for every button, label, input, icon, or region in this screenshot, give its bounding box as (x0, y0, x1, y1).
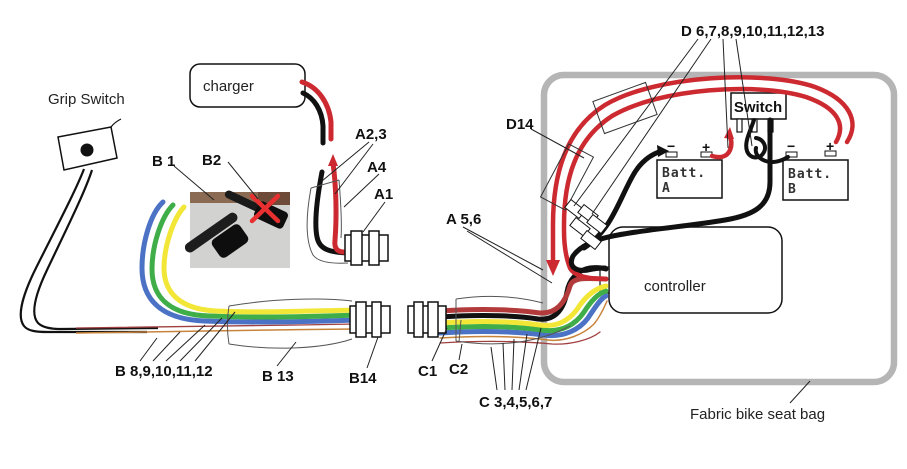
battery-b-letter: B (788, 182, 797, 197)
battery-a-letter: A (662, 181, 671, 196)
controller-box (599, 226, 783, 314)
label-charger: charger (203, 78, 254, 95)
d14-sleeve-outlines (539, 81, 658, 211)
red-x-icon (249, 193, 281, 224)
red-switch-wire (709, 127, 734, 160)
label-a4: A4 (367, 159, 387, 176)
grip-switch-button (80, 143, 94, 157)
battery-b-neg-terminal (785, 151, 798, 158)
battery-b (782, 150, 849, 201)
photo-connector-b1 (184, 212, 249, 258)
battery-a-name: Batt. (662, 166, 706, 181)
label-switch: Switch (734, 99, 782, 116)
label-d6-13: D 6,7,8,9,10,11,12,13 (681, 23, 824, 40)
battery-a (656, 151, 723, 199)
label-a23: A2,3 (355, 126, 387, 143)
label-b1: B 1 (152, 153, 175, 170)
battery-b-neg-sign: − (787, 138, 795, 154)
label-fabric-bag: Fabric bike seat bag (690, 406, 825, 423)
label-b13: B 13 (262, 368, 294, 385)
label-a1: A1 (374, 186, 393, 203)
red-arrow-down (546, 260, 560, 276)
battery-a-pos-sign: + (702, 139, 710, 155)
switch-prong (736, 118, 743, 133)
b-thin-wires (75, 323, 357, 334)
label-b14: B14 (349, 370, 377, 387)
c-wire-bundle (437, 265, 609, 345)
label-b2: B2 (202, 152, 221, 169)
connector-photo (184, 190, 290, 268)
label-grip-switch: Grip Switch (48, 91, 125, 108)
label-c2: C2 (449, 361, 468, 378)
b-wire-bundle (139, 199, 359, 325)
label-c3-7: C 3,4,5,6,7 (479, 394, 552, 411)
label-c1: C1 (418, 363, 437, 380)
connector-c1 (407, 301, 447, 338)
d-red-wires (546, 75, 855, 282)
label-d14: D14 (506, 116, 534, 133)
red-arrow-up (328, 154, 338, 166)
connector-a1 (344, 230, 389, 266)
d-connector-cluster (564, 198, 608, 251)
label-a56: A 5,6 (446, 211, 481, 228)
a-wire-wrap-outline (306, 179, 349, 264)
label-controller: controller (644, 278, 706, 295)
battery-a-neg-sign: − (667, 138, 675, 154)
red-arrow-up-small (724, 127, 734, 139)
b-wire-wrap-outline (227, 298, 353, 349)
battery-a-neg-terminal (665, 151, 678, 158)
seat-bag-outline (540, 71, 898, 386)
c-wire-wrap-outline (455, 296, 571, 345)
leader-lines (139, 38, 811, 404)
battery-b-pos-terminal (824, 150, 837, 157)
a-wires (313, 154, 355, 256)
label-b8-12: B 8,9,10,11,12 (115, 363, 213, 380)
battery-b-name: Batt. (788, 167, 832, 182)
charger-wires (299, 79, 334, 146)
black-arrow (657, 145, 669, 157)
connector-b14 (349, 301, 391, 338)
grip-switch-wires (19, 168, 159, 334)
grip-switch-shape (57, 118, 122, 171)
battery-b-pos-sign: + (826, 138, 834, 154)
